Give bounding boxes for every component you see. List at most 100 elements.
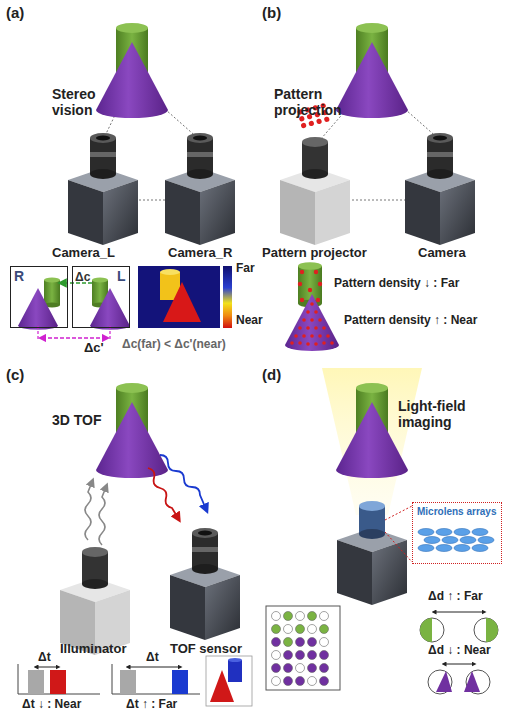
tof-scene-part: [60, 547, 130, 655]
density-note: Pattern density ↓ : Far: [334, 277, 459, 291]
panel-letter: (d): [262, 366, 281, 383]
lightfield-scene-part-part: [442, 537, 458, 544]
view-panel: R: [10, 266, 68, 328]
pattern-density-part-part: [310, 318, 314, 322]
subaperture-grid-part-part: [284, 612, 293, 621]
pattern-scene-part-part: [308, 120, 314, 126]
tof-charts-part: [50, 670, 66, 694]
tof-charts-part: [128, 667, 180, 668]
lightfield-scene-part-part: [436, 529, 452, 536]
subaperture-grid-part-part: [320, 651, 329, 660]
device-label: Pattern projector: [262, 246, 367, 261]
pattern-density-part-part: [322, 326, 326, 330]
depth-map: [138, 266, 232, 328]
lightfield-scene-part-part: [418, 545, 434, 552]
pattern-density-part-part: [298, 326, 302, 330]
pattern-density-part-part: [306, 310, 310, 314]
lightfield-scene-part: [337, 501, 407, 605]
disparity-circles-part: [434, 612, 484, 613]
pattern-density-part-part: [318, 334, 322, 338]
disparity-circles-part: [436, 671, 452, 692]
device-label: Illuminator: [60, 642, 126, 657]
disparity-circles-part: [474, 618, 498, 642]
pattern-scene-part: [405, 133, 475, 245]
disparity-note: Δd ↑ : Far: [428, 590, 483, 604]
tof-scene-part: [96, 402, 168, 478]
time-note: Δt ↓ : Near: [22, 698, 81, 712]
comparison-note: Δc(far) < Δc'(near): [122, 338, 226, 352]
subaperture-grid-part: [272, 612, 329, 686]
lightfield-scene-part-part: [454, 529, 470, 536]
subaperture-grid-part-part: [296, 651, 305, 660]
stereo-views-part: [90, 288, 130, 330]
pattern-density-part: [285, 294, 339, 351]
microlens-callout: Microlens arrays: [412, 502, 502, 564]
method-title: 3D TOF: [52, 412, 102, 428]
subaperture-grid-part: [266, 606, 340, 690]
stereo-scene-part: [68, 133, 138, 245]
pattern-density-part-part: [294, 334, 298, 338]
disparity-circles-part: [428, 670, 452, 694]
pattern-density-part-part: [306, 342, 310, 346]
tof-charts-part: [28, 670, 44, 694]
stereo-views-part: [18, 288, 58, 330]
subaperture-grid-part-part: [296, 664, 305, 673]
subaperture-grid-part-part: [284, 625, 293, 634]
pattern-scene: [280, 23, 475, 245]
method-title: Pattern projection: [274, 86, 354, 118]
pattern-density-part-part: [314, 342, 318, 346]
tof-scene-part: [170, 528, 240, 640]
pattern-density-part-part: [300, 270, 304, 274]
tof-charts-part: [112, 664, 200, 694]
subaperture-grid-part-part: [296, 677, 305, 686]
lightfield-scene-part-part: [372, 540, 407, 605]
panel-label: Δc: [75, 271, 90, 284]
pattern-density-part-part: [298, 341, 302, 345]
subaperture-grid-part-part: [272, 651, 281, 660]
lightfield-scene-part-part: [472, 545, 488, 552]
time-label: Δt: [38, 651, 51, 665]
panel-letter: (c): [6, 366, 24, 383]
disparity-circles-part: [420, 618, 444, 642]
subaperture-grid-part-part: [272, 677, 281, 686]
lightfield-scene-part-part: [472, 529, 488, 536]
depth-map-part: [163, 282, 201, 322]
lightfield-scene-part-part: [460, 537, 476, 544]
tof-scene-part: [160, 455, 206, 509]
stereo-views-part: [38, 326, 110, 340]
lightfield-scene: [322, 368, 494, 605]
subaperture-grid-part-part: [272, 638, 281, 647]
subaperture-grid-part-part: [284, 638, 293, 647]
tof-charts-part: [18, 664, 100, 694]
method-title: Stereo vision: [52, 86, 112, 118]
pattern-density-part-part: [316, 298, 320, 302]
pattern-scene-part: [336, 42, 408, 118]
subaperture-grid-part-part: [296, 625, 305, 634]
time-note: Δt ↑ : Far: [126, 698, 177, 712]
lightfield-scene-part: [322, 368, 422, 515]
subaperture-grid-part-part: [308, 677, 317, 686]
lightfield-scene-part: [418, 529, 494, 552]
device-label: Camera: [418, 246, 466, 261]
stereo-scene: [68, 23, 235, 245]
subaperture-grid-part-part: [320, 677, 329, 686]
scale-label: Far: [236, 262, 255, 276]
pattern-density-part-part: [330, 341, 334, 345]
lightfield-scene-part: [385, 506, 412, 562]
subaperture-grid-part-part: [320, 664, 329, 673]
pattern-density-part-part: [302, 318, 306, 322]
pattern-scene-part-part: [316, 118, 322, 124]
depth-map-part: [138, 266, 220, 328]
pattern-density-part-part: [290, 341, 294, 345]
lightfield-scene-part-part: [359, 501, 385, 511]
device-label: Camera_R: [168, 246, 232, 261]
pattern-density-part-part: [302, 334, 306, 338]
pattern-density-part-part: [314, 310, 318, 314]
scale-label: Near: [236, 314, 263, 328]
subaperture-grid-part-part: [308, 625, 317, 634]
tof-scene-part: [99, 487, 106, 545]
tof-charts-part: [36, 667, 58, 668]
subaperture-grid-part-part: [308, 651, 317, 660]
tof-charts-part: [228, 658, 242, 662]
